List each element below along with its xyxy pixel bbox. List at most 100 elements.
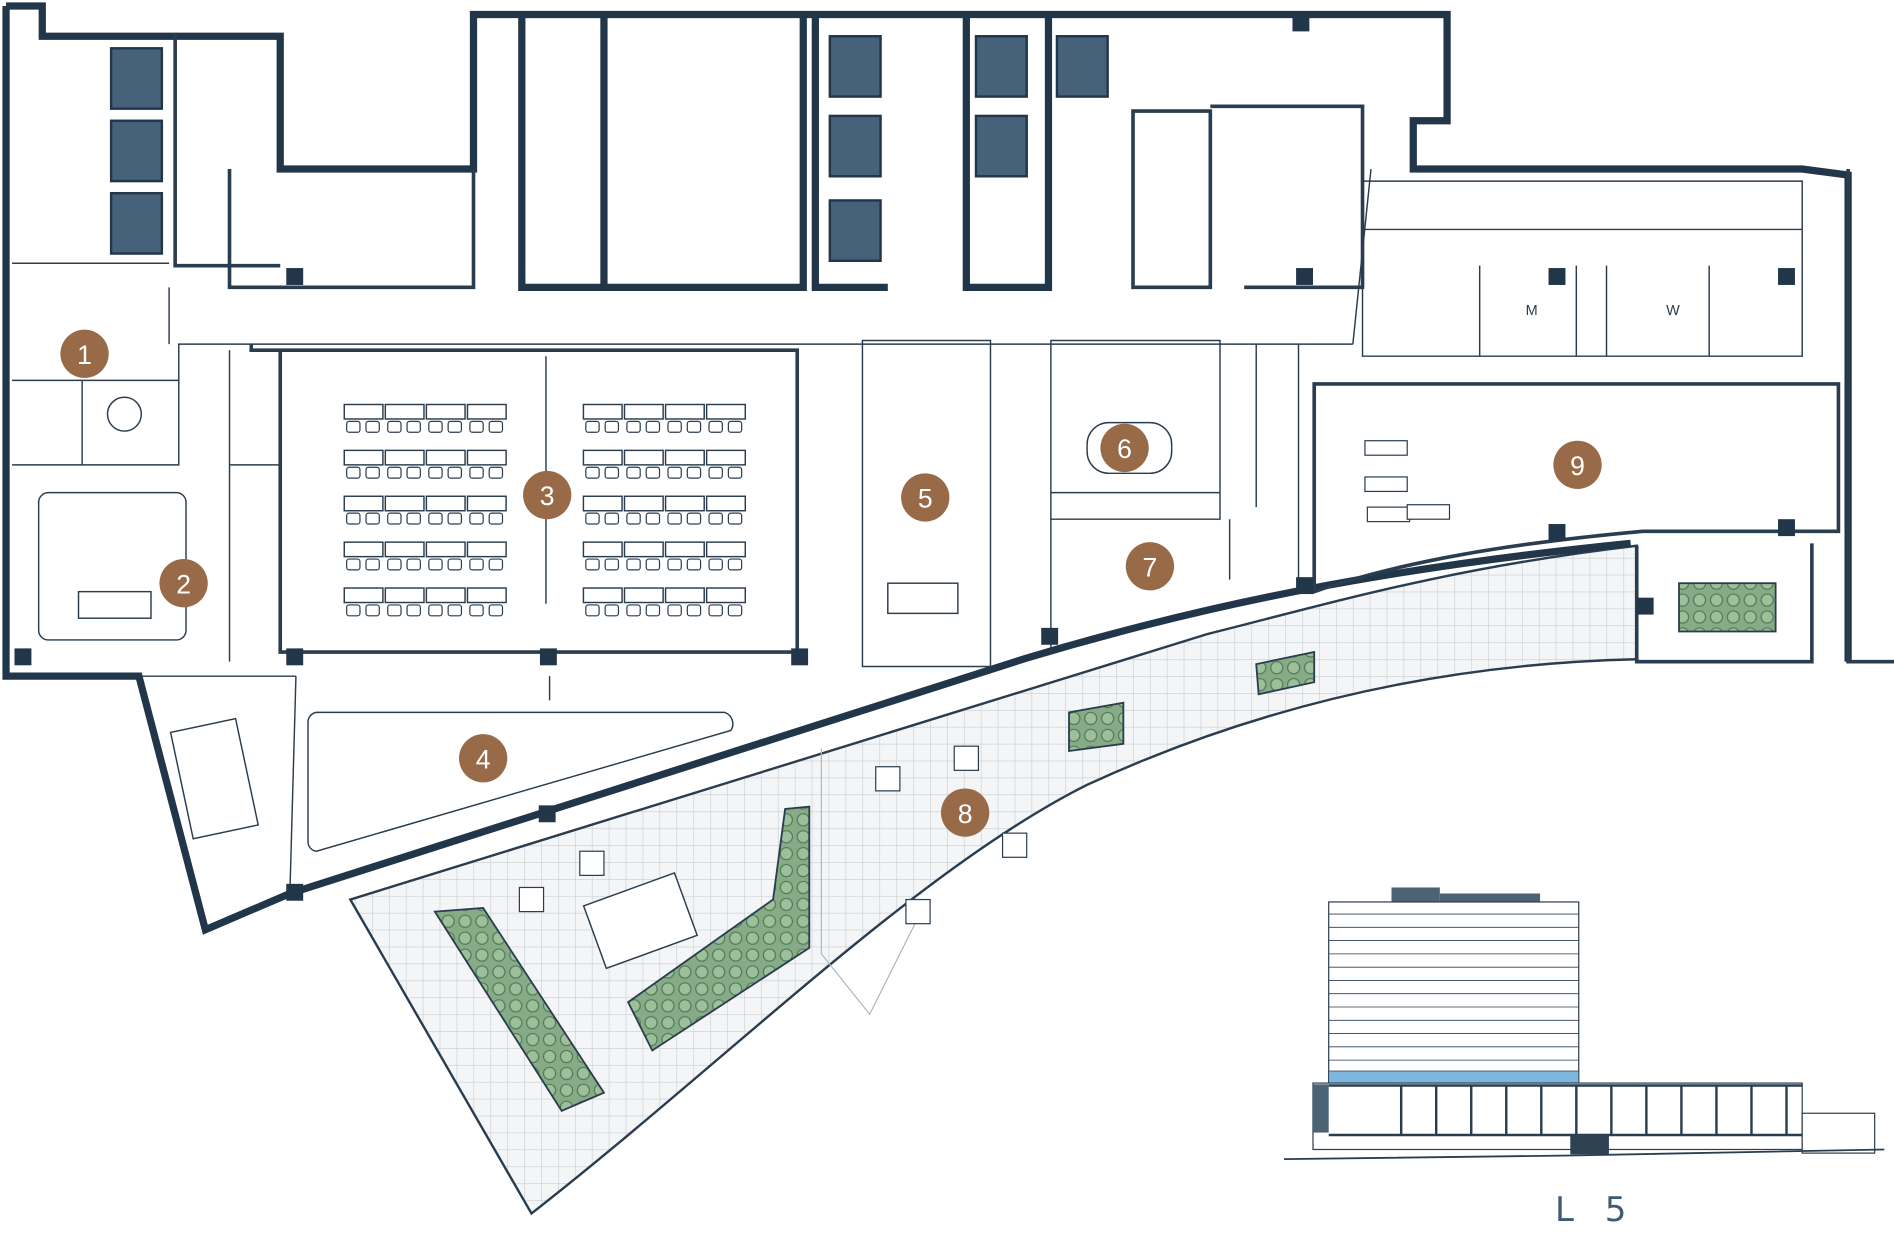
classroom-desk [343, 403, 384, 420]
chair [365, 420, 380, 433]
chair [604, 420, 620, 433]
elevator-car [109, 47, 164, 110]
classroom-desk [425, 587, 466, 604]
chair [428, 512, 443, 525]
chair [645, 558, 661, 571]
marker-number: 6 [1117, 434, 1132, 464]
room-marker-9: 9 [1553, 440, 1602, 490]
elevator-car [828, 199, 882, 263]
chair [686, 512, 702, 525]
classroom-desk [384, 495, 425, 512]
chair [686, 604, 702, 617]
chair [727, 558, 743, 571]
chair [346, 558, 361, 571]
chair [667, 558, 682, 571]
classroom-desk [343, 541, 384, 558]
classroom-desk [582, 403, 623, 420]
chair [585, 420, 600, 433]
classroom-desk [425, 403, 466, 420]
column [1548, 524, 1566, 541]
classroom-desk [384, 587, 425, 604]
chair [604, 512, 620, 525]
chair [346, 512, 361, 525]
chair [604, 604, 620, 617]
patio-table [579, 850, 605, 876]
furniture-tables [77, 396, 1451, 970]
chair [365, 512, 380, 525]
restroom-men-label: M [1526, 303, 1538, 319]
marker-circle [159, 559, 208, 608]
chair [585, 558, 600, 571]
chair [604, 558, 620, 571]
elevator-car [828, 35, 882, 98]
chair [428, 558, 443, 571]
elevator-car [974, 114, 1028, 178]
marker-circle [523, 470, 572, 520]
classroom-seating [343, 403, 747, 617]
classroom-desk [623, 449, 664, 466]
elevators [109, 35, 1109, 263]
marker-circle [1100, 423, 1149, 473]
classroom-desk [623, 587, 664, 604]
classroom-desk [343, 449, 384, 466]
classroom-desk [705, 495, 747, 512]
room-marker-7: 7 [1125, 542, 1175, 591]
classroom-desk [582, 495, 623, 512]
classroom-desk [343, 495, 384, 512]
column [1548, 268, 1566, 285]
marker-circle [60, 329, 109, 378]
column [538, 805, 556, 823]
room-marker-3: 3 [523, 470, 572, 520]
marker-number: 9 [1570, 451, 1585, 481]
chair [645, 512, 661, 525]
room-marker-2: 2 [159, 559, 208, 608]
chair [387, 420, 402, 433]
classroom-desk [582, 587, 623, 604]
chair [428, 466, 443, 479]
long-table [169, 717, 260, 840]
chair [585, 604, 600, 617]
room-marker-6: 6 [1100, 423, 1149, 473]
chair [447, 466, 463, 479]
classroom-desk [466, 495, 507, 512]
marker-circle [1553, 440, 1602, 490]
chair [708, 512, 723, 525]
chair [387, 558, 402, 571]
dining-table [887, 582, 959, 615]
classroom-desk [705, 587, 747, 604]
chair [686, 420, 702, 433]
classroom-desk [582, 449, 623, 466]
classroom-desk [705, 541, 747, 558]
highlighted-floor [1328, 1070, 1580, 1084]
chair [469, 466, 484, 479]
classroom-desk [466, 587, 507, 604]
patio-table [905, 898, 931, 925]
marker-circle [901, 473, 950, 522]
elevator-car [828, 114, 882, 178]
classroom-desk [343, 587, 384, 604]
elevator-car [109, 119, 164, 183]
chair [488, 604, 504, 617]
chair [428, 604, 443, 617]
marker-circle [459, 734, 508, 783]
elevator-car [109, 191, 164, 255]
column [1041, 627, 1059, 645]
chair [406, 466, 421, 479]
chair [626, 558, 641, 571]
classroom-desk [623, 495, 664, 512]
classroom-desk [623, 403, 664, 420]
chair [488, 420, 504, 433]
chair [469, 604, 484, 617]
marker-number: 1 [77, 340, 92, 370]
marker-number: 3 [540, 481, 555, 511]
patio-table [518, 886, 545, 913]
chair [626, 604, 641, 617]
chair [604, 466, 620, 479]
chair [645, 604, 661, 617]
treadmill [1406, 504, 1451, 520]
classroom-desk [664, 587, 705, 604]
chair [447, 558, 463, 571]
chair [488, 512, 504, 525]
chair [346, 466, 361, 479]
classroom-desk [466, 449, 507, 466]
